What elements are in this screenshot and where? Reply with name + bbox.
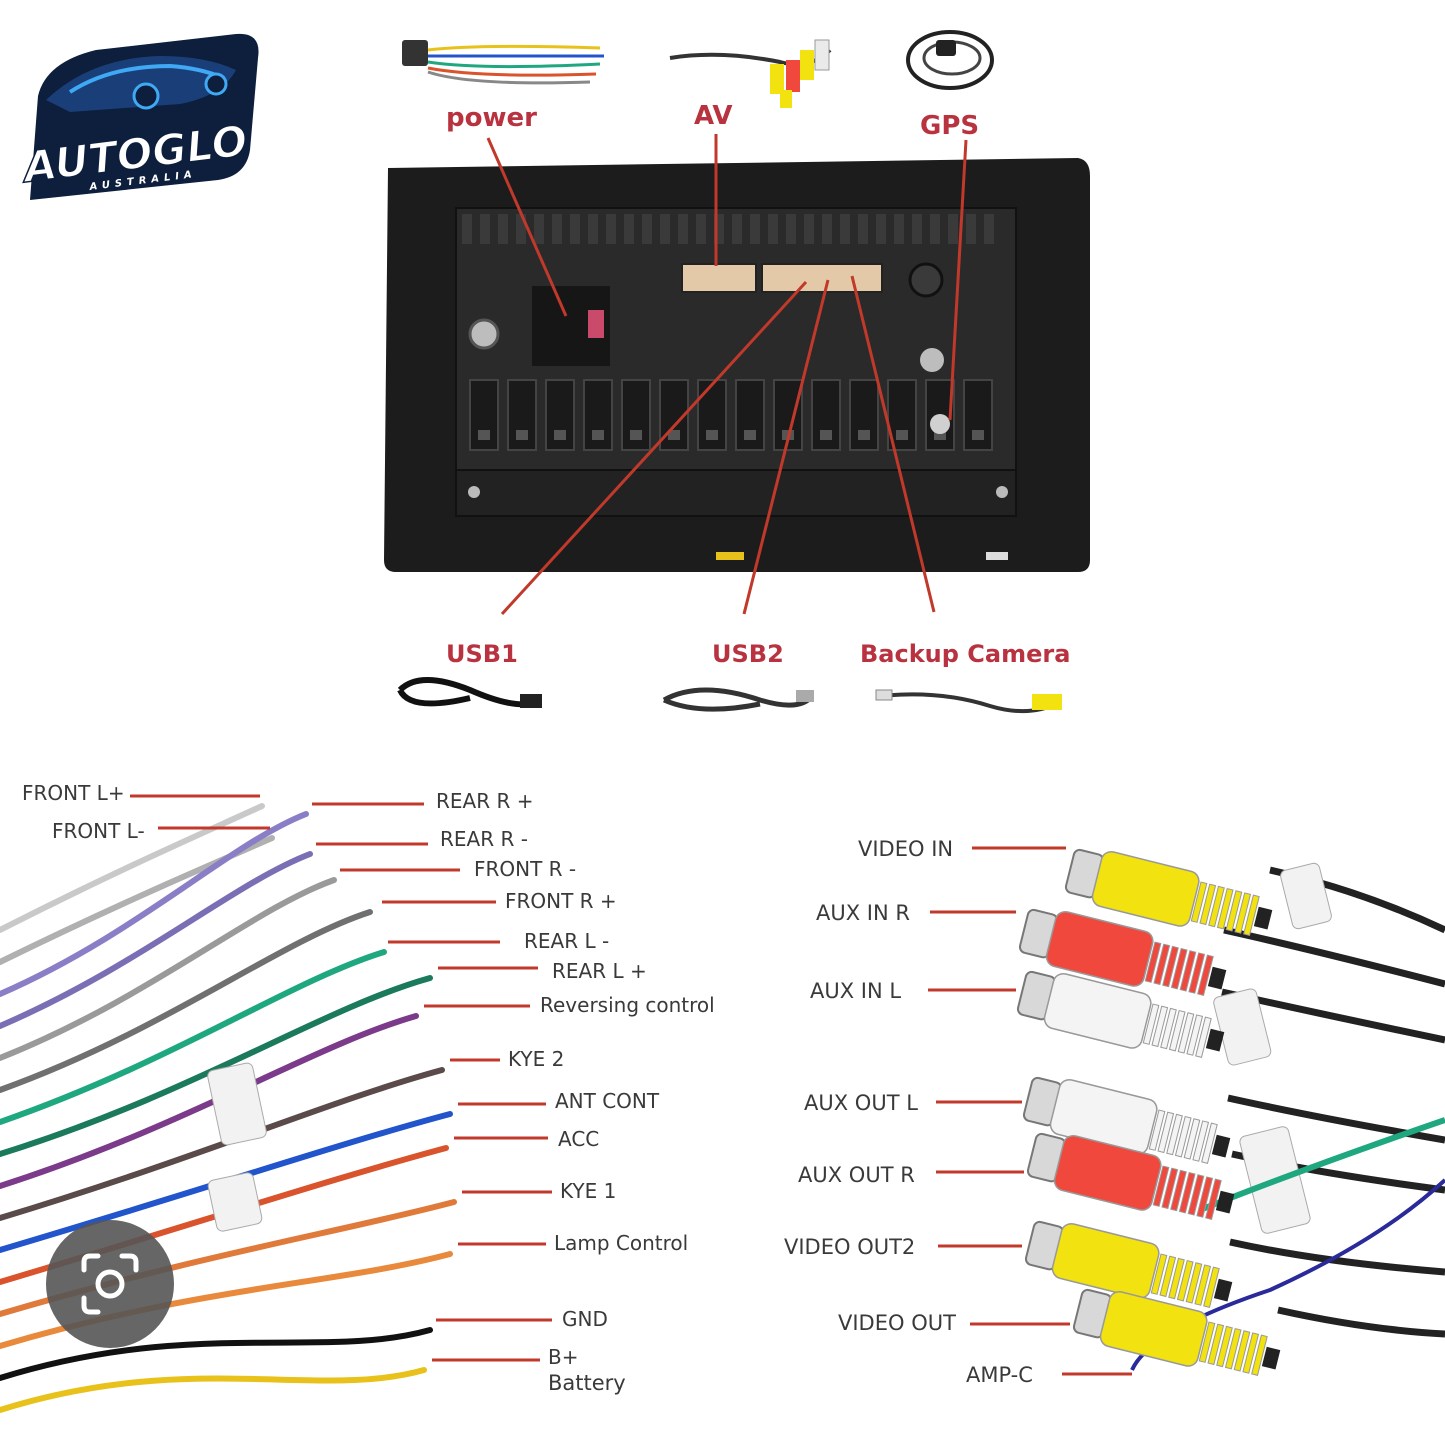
label-power: power: [446, 103, 537, 133]
av-label: AUX OUT R: [798, 1163, 915, 1187]
rca-plug: [1024, 1220, 1233, 1308]
rca-plug: [1018, 908, 1227, 996]
wire-label: REAR R +: [436, 789, 533, 813]
av-rca-plugs: [1016, 848, 1281, 1376]
mount-screw-icon: [468, 318, 500, 350]
connector-leader-lines: [486, 134, 968, 616]
gps-antenna-icon: [906, 30, 994, 90]
wire-label: Reversing control: [540, 993, 715, 1017]
wire-label: KYE 1: [560, 1179, 616, 1203]
wire-label-battery: Battery: [548, 1371, 626, 1395]
label-gps: GPS: [920, 111, 979, 141]
label-usb2: USB2: [712, 640, 784, 668]
car-wheel-icon: [132, 82, 160, 110]
wire-label: Lamp Control: [554, 1231, 688, 1255]
rca-plug: [1026, 1132, 1235, 1220]
label-backup-camera: Backup Camera: [860, 640, 1070, 668]
av-harness-labels: VIDEO IN AUX IN R AUX IN L AUX OUT L AUX OUT…: [784, 837, 1132, 1387]
head-unit-back-panel: [384, 158, 1090, 572]
av-cable: [1223, 926, 1445, 988]
lens-search-button[interactable]: [46, 1220, 174, 1348]
rca-plug: [1022, 1076, 1231, 1164]
rca-plug: [1064, 848, 1273, 936]
power-harness-labels: FRONT L+ FRONT L- REAR R + REAR R - FRONT R …: [22, 781, 715, 1369]
power-wire: [0, 1367, 427, 1413]
av-label: AUX OUT L: [804, 1091, 918, 1115]
wire-label: ANT CONT: [555, 1089, 660, 1113]
wire-label: REAR L -: [524, 929, 609, 953]
av-label: VIDEO OUT2: [784, 1235, 915, 1259]
power-wire: [0, 1111, 453, 1253]
power-wire: [0, 949, 387, 1125]
usb2-cable-icon: [662, 687, 814, 712]
wire-label: B+: [548, 1345, 578, 1369]
av-label: VIDEO OUT: [838, 1311, 956, 1335]
av-label: AUX IN R: [816, 901, 910, 925]
usb1-cable-icon: [397, 677, 542, 708]
power-harness-cable-icon: [402, 40, 604, 85]
av-label: VIDEO IN: [858, 837, 953, 861]
power-wire: [0, 975, 433, 1157]
backup-camera-cable-icon: [875, 689, 1062, 714]
car-wheel-icon: [204, 72, 228, 96]
camera-search-icon: [81, 1253, 139, 1315]
rca-plug: [1072, 1288, 1281, 1376]
wire-label: FRONT R +: [505, 889, 617, 913]
wire-label: FRONT R -: [474, 857, 576, 881]
power-harness-wires: [0, 803, 457, 1413]
wire-label: REAR R -: [440, 827, 528, 851]
av-harness-cable-icon: [669, 39, 832, 108]
power-wire: [0, 851, 313, 1029]
wire-label: FRONT L+: [22, 781, 125, 805]
power-wire: [0, 909, 373, 1093]
label-usb1: USB1: [446, 640, 518, 668]
wire-label: REAR L +: [552, 959, 647, 983]
wire-label: ACC: [558, 1127, 599, 1151]
power-wire: [0, 877, 337, 1061]
gps-port-icon: [908, 262, 944, 298]
av-label: AUX IN L: [810, 979, 901, 1003]
wire-label: KYE 2: [508, 1047, 564, 1071]
av-cable: [1277, 1306, 1445, 1338]
autoglo-logo: AUTOGLO AUSTRALIA: [18, 33, 259, 200]
power-wire: [0, 1327, 433, 1381]
label-av: AV: [694, 101, 732, 131]
power-wire: [0, 811, 309, 997]
wire-label: GND: [562, 1307, 608, 1331]
av-label: AMP-C: [966, 1363, 1033, 1387]
av-cable: [1227, 1094, 1445, 1144]
wire-label: FRONT L-: [52, 819, 145, 843]
rca-plug: [1016, 970, 1225, 1058]
power-wire: [0, 803, 265, 933]
